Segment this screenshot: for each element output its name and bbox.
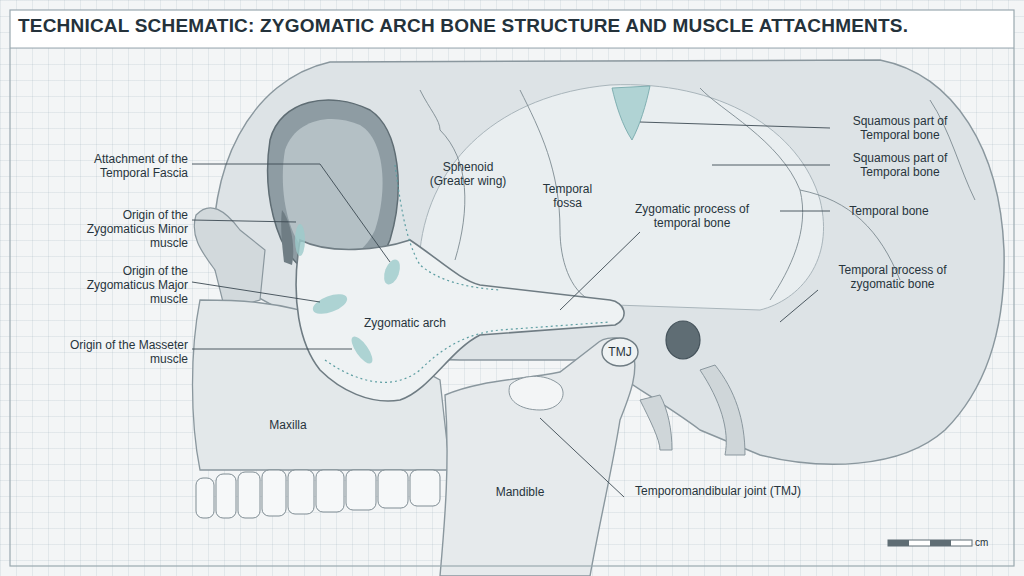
leader-lines — [192, 122, 830, 497]
part-label: Zygomatic process of temporal bone — [628, 202, 756, 230]
part-label: Sphenoid (Greater wing) — [425, 160, 511, 188]
part-label: Origin of the Zygomaticus Minor muscle — [60, 208, 188, 250]
suture-lines — [420, 88, 975, 300]
zygomaticus-major-patch — [310, 290, 349, 317]
teeth — [196, 470, 440, 518]
masseter-patch — [348, 333, 376, 366]
mastoid-process — [700, 365, 745, 455]
part-label: Squamous part of Temporal bone — [834, 114, 966, 142]
part-label: Mandible — [480, 485, 560, 499]
part-label: Temporal bone — [834, 204, 944, 218]
part-label: Temporomandibular joint (TMJ) — [628, 484, 808, 498]
ear-canal — [666, 321, 700, 359]
part-label: Zygomatic arch — [362, 316, 448, 330]
temporal-fossa — [420, 85, 824, 310]
mandible — [440, 338, 635, 576]
part-label: Attachment of the Temporal Fascia — [60, 152, 188, 180]
title-band — [10, 10, 1014, 48]
part-label: Squamous part of Temporal bone — [834, 151, 966, 179]
styloid-process — [640, 395, 672, 450]
part-label: Origin of the Zygomaticus Major muscle — [72, 264, 188, 306]
attachment-patch — [612, 86, 650, 140]
title-rule — [10, 48, 1014, 49]
part-label: Temporal process of zygomatic bone — [820, 263, 965, 291]
part-label: Origin of the Masseter muscle — [60, 338, 188, 366]
scale-bar — [888, 540, 972, 546]
orbit-inner — [283, 119, 383, 261]
part-label: TMJ — [600, 345, 640, 359]
part-label: cm — [975, 536, 1005, 550]
part-label: Maxilla — [255, 418, 321, 432]
part-label: Temporal fossa — [530, 182, 605, 210]
zygomaticus-minor-patch — [295, 224, 305, 256]
mandibular-notch — [509, 376, 563, 410]
nasal-cavity — [281, 210, 293, 265]
fascia-patch — [381, 257, 403, 286]
diagram-title: TECHNICAL SCHEMATIC: ZYGOMATIC ARCH BONE… — [18, 15, 908, 37]
frame — [10, 10, 1014, 566]
nasal-bone — [194, 208, 265, 310]
